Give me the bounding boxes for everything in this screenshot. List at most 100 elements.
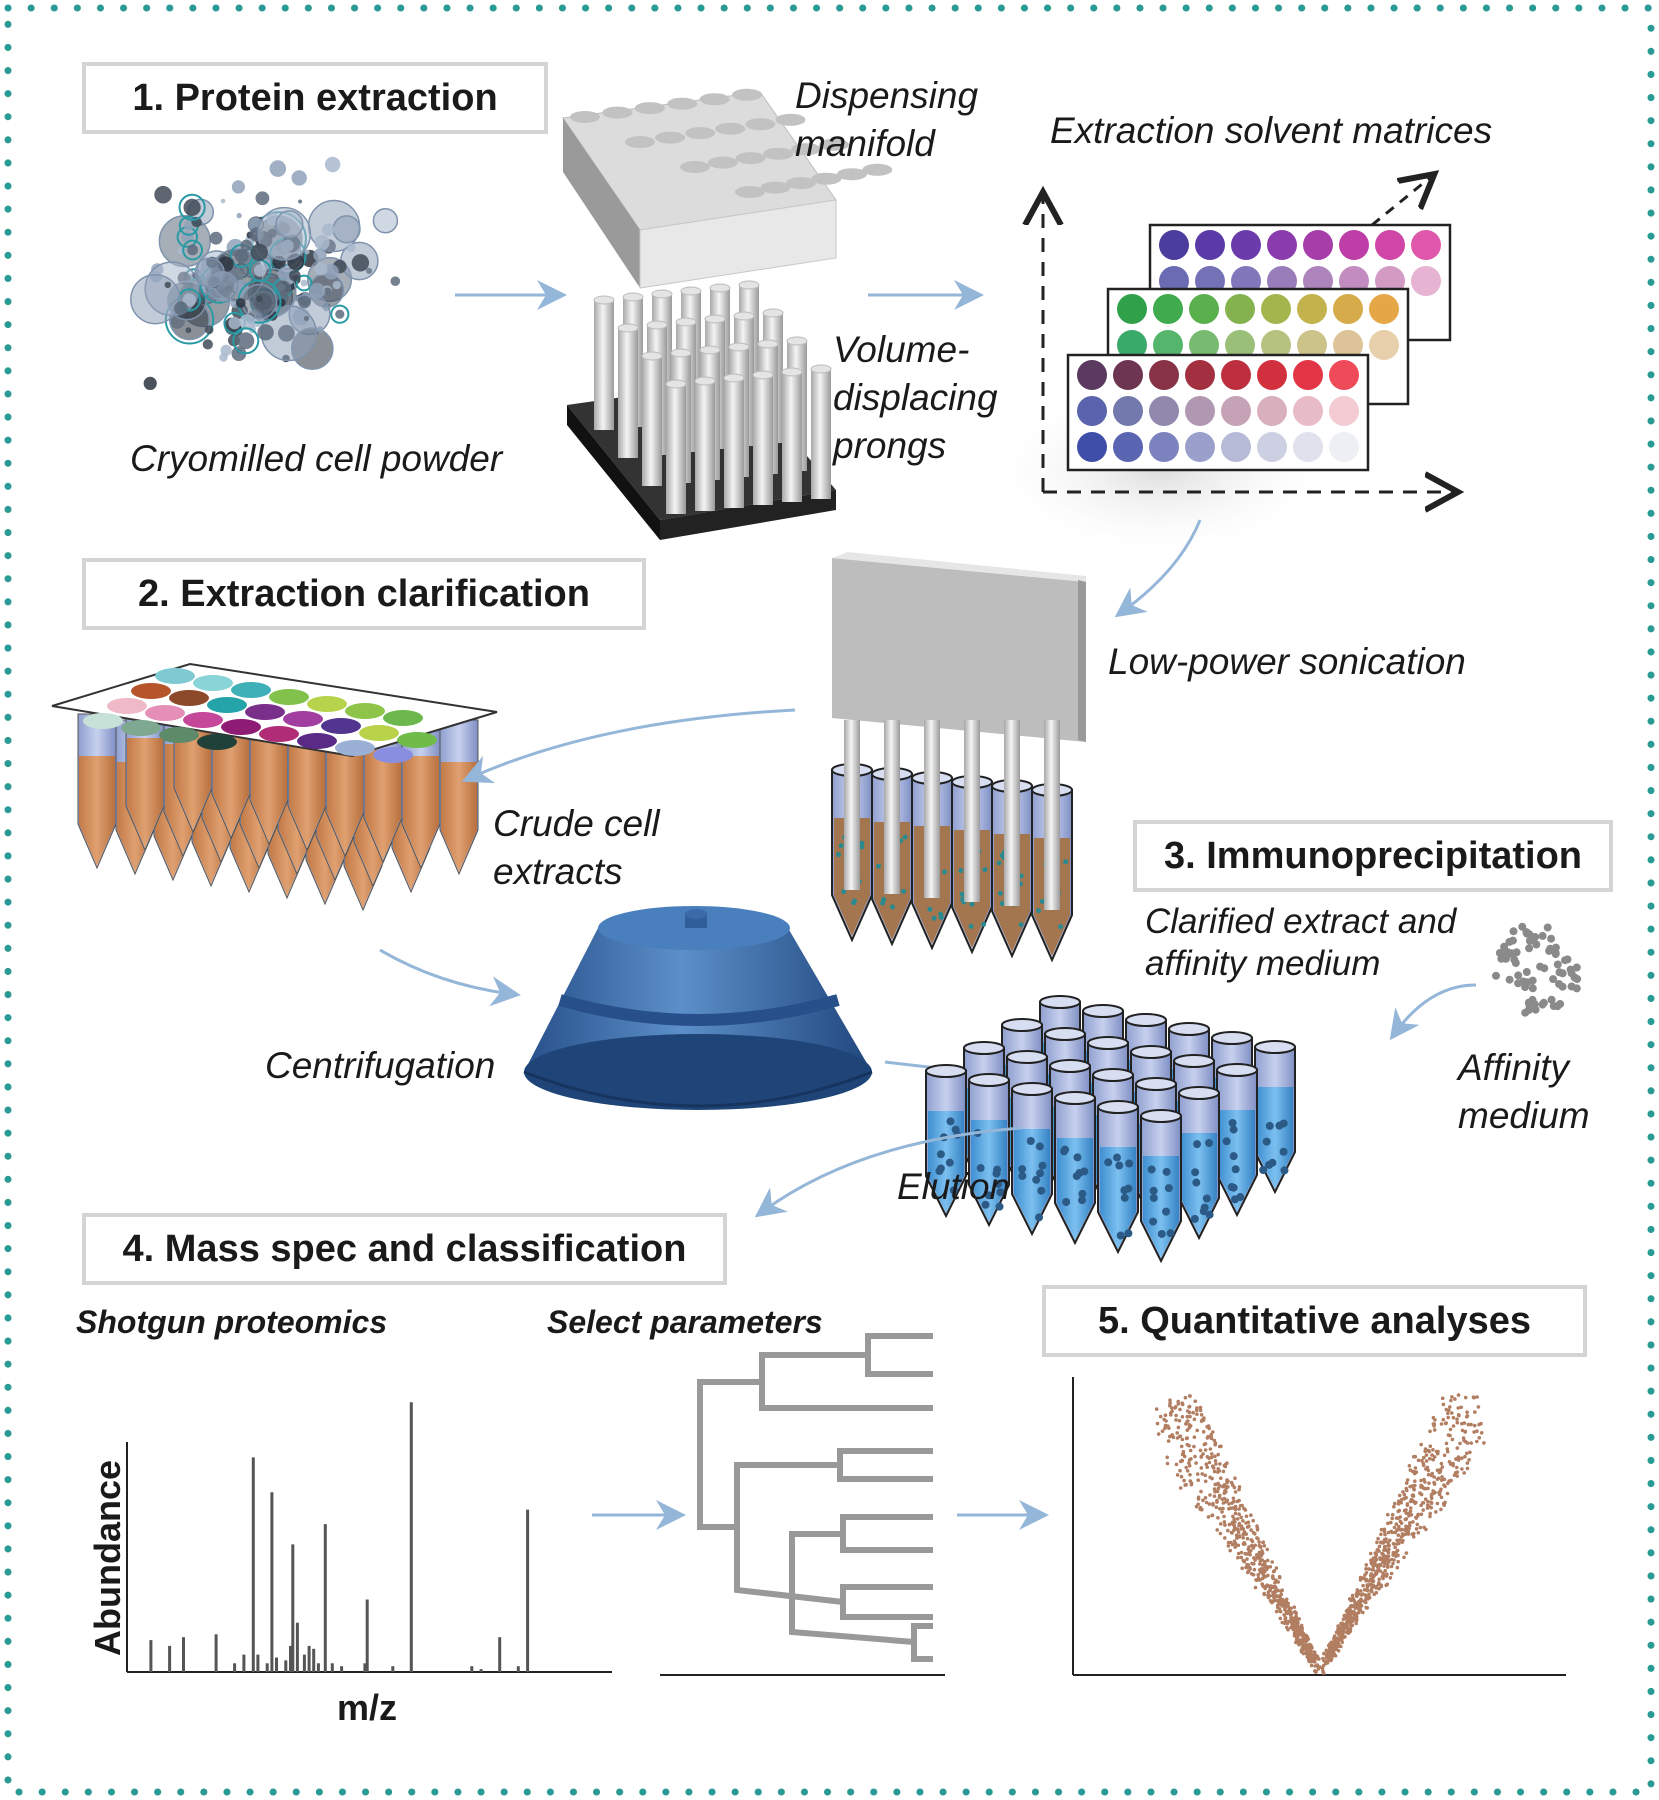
volcano-point — [1353, 1601, 1357, 1606]
ip-bead — [1104, 1158, 1113, 1167]
ip-bead — [981, 1200, 990, 1209]
volcano-point — [1241, 1558, 1246, 1563]
volcano-point — [1419, 1492, 1424, 1497]
volcano-point — [1251, 1573, 1256, 1577]
ip-bead — [1026, 1137, 1035, 1146]
powder-particle — [236, 212, 242, 219]
volcano-point — [1208, 1493, 1212, 1497]
ip-bead — [1036, 1169, 1045, 1178]
volcano-point — [1442, 1477, 1447, 1482]
sonic-particle — [859, 840, 865, 846]
volcano-point — [1441, 1417, 1446, 1422]
ip-bead — [1228, 1118, 1237, 1127]
label-matrices: Extraction solvent matrices — [1050, 110, 1493, 151]
volcano-point — [1276, 1588, 1280, 1593]
ip-bead — [1115, 1161, 1124, 1170]
volcano-point — [1313, 1669, 1317, 1673]
volcano-point — [1413, 1454, 1418, 1459]
volcano-point — [1423, 1497, 1428, 1501]
volcano-point — [1357, 1607, 1361, 1612]
volcano-point — [1268, 1593, 1272, 1598]
volcano-point — [1327, 1653, 1332, 1658]
volcano-point — [1231, 1514, 1235, 1519]
volcano-point — [1201, 1430, 1206, 1434]
powder-particle — [143, 376, 157, 390]
volcano-point — [1258, 1559, 1263, 1563]
label-clarified-line2: affinity medium — [1145, 944, 1381, 983]
volcano-point — [1241, 1519, 1245, 1523]
volcano-point — [1215, 1489, 1220, 1493]
volcano-point — [1187, 1410, 1192, 1415]
solvent-well — [1077, 396, 1107, 426]
tube-cap — [383, 710, 423, 726]
volcano-point — [1325, 1659, 1330, 1664]
volcano-point — [1439, 1478, 1444, 1482]
affinity-bead — [1543, 923, 1552, 932]
volcano-point — [1364, 1563, 1369, 1567]
volcano-point — [1372, 1592, 1376, 1597]
affinity-bead — [1546, 944, 1555, 953]
ip-tube-rim — [1140, 1109, 1182, 1123]
affinity-bead — [1553, 1002, 1562, 1011]
sonic-particle — [996, 860, 1002, 866]
ip-bead — [1116, 1231, 1125, 1240]
volcano-point — [1192, 1417, 1197, 1422]
volcano-point — [1312, 1650, 1317, 1655]
solvent-well — [1257, 396, 1287, 426]
volcano-point — [1204, 1500, 1209, 1505]
dotted-border — [4, 4, 1655, 1796]
volcano-point — [1220, 1510, 1224, 1514]
volcano-point — [1370, 1568, 1375, 1572]
volcano-point — [1448, 1427, 1453, 1432]
sonic-particle — [836, 852, 842, 858]
prong — [642, 356, 662, 486]
affinity-bead — [1509, 927, 1518, 936]
volcano-point — [1239, 1527, 1244, 1531]
step-2-title: 2. Extraction clarification — [82, 558, 646, 630]
volcano-point — [1263, 1562, 1267, 1566]
prong-top — [694, 376, 716, 386]
prong-top — [810, 364, 832, 374]
volcano-point — [1309, 1663, 1314, 1668]
volcano-point — [1431, 1457, 1435, 1462]
volcano-point — [1411, 1494, 1416, 1498]
label-affinity-line2: medium — [1458, 1095, 1590, 1136]
volcano-point — [1231, 1506, 1236, 1510]
ip-bead — [1078, 1189, 1087, 1198]
volcano-point — [1292, 1623, 1297, 1628]
volcano-point — [1437, 1470, 1442, 1475]
powder-particle — [182, 293, 196, 307]
volcano-point — [1339, 1626, 1343, 1630]
volcano-point — [1468, 1450, 1472, 1455]
volcano-point — [1364, 1577, 1369, 1582]
volcano-point — [1435, 1501, 1440, 1506]
volcano-point — [1275, 1594, 1280, 1598]
affinity-bead — [1522, 968, 1531, 976]
volcano-point — [1268, 1588, 1272, 1593]
volcano-point — [1246, 1547, 1251, 1552]
volcano-point — [1308, 1643, 1313, 1647]
solvent-well — [1185, 360, 1215, 390]
ip-bead — [1018, 1172, 1027, 1181]
affinity-bead — [1540, 964, 1549, 973]
volcano-point — [1462, 1471, 1466, 1475]
manifold-hole — [735, 186, 765, 198]
ip-tube-rim — [1049, 1059, 1091, 1073]
ip-tube-rim — [1044, 1027, 1086, 1041]
crude-tube-extract — [251, 732, 287, 842]
volcano-point — [1413, 1466, 1418, 1470]
label-volume-line1: Volume- — [833, 329, 970, 370]
ip-bead — [1205, 1139, 1214, 1148]
sonic-particle — [969, 901, 975, 907]
volcano-point — [1185, 1414, 1190, 1419]
affinity-bead — [1514, 971, 1523, 980]
volcano-point — [1237, 1498, 1241, 1503]
volcano-point — [1382, 1548, 1386, 1552]
volcano-point — [1404, 1495, 1408, 1500]
volcano-point — [1448, 1405, 1452, 1409]
volcano-point — [1423, 1447, 1428, 1451]
volcano-point — [1321, 1656, 1325, 1661]
ip-bead — [1149, 1186, 1158, 1195]
volcano-point — [1163, 1413, 1168, 1417]
volcano-point — [1249, 1528, 1253, 1532]
